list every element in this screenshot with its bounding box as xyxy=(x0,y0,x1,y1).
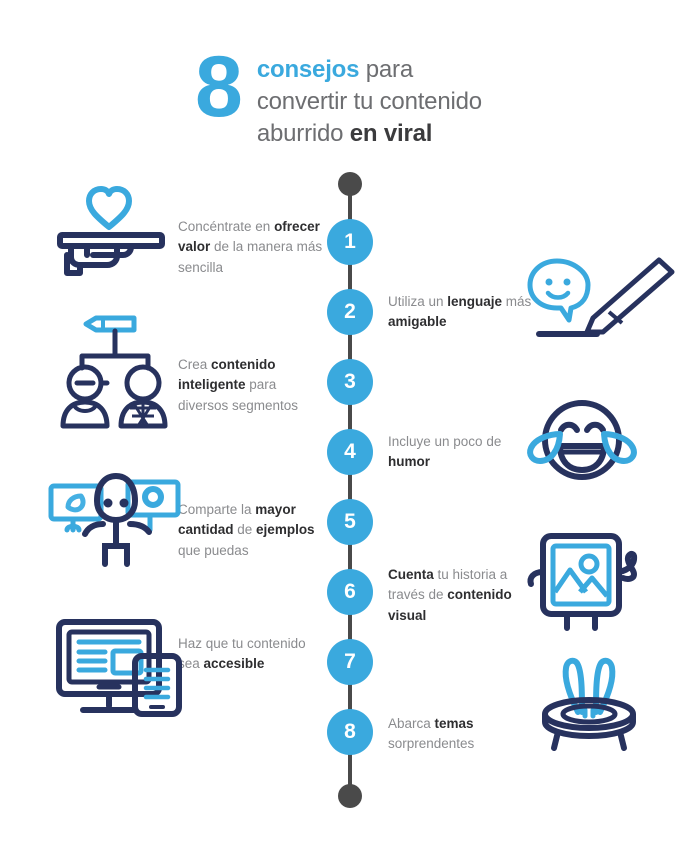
timeline-node-5[interactable]: 5 xyxy=(327,499,373,545)
tip-text-run: Concéntrate en xyxy=(178,219,275,234)
tip-text-emphasis: contenido visual xyxy=(388,587,512,623)
tip-text-4: Incluye un poco de humor xyxy=(388,432,538,473)
headline-strong-words: en viral xyxy=(349,119,433,147)
tip-text-run: de la manera más sencilla xyxy=(178,239,323,275)
tip-text-3: Crea contenido inteligente para diversos… xyxy=(178,355,328,416)
headline-line-3: aburrido en viral xyxy=(257,118,482,150)
timeline-node-2[interactable]: 2 xyxy=(327,289,373,335)
tip-text-run: Abarca xyxy=(388,716,435,731)
timeline-spine xyxy=(348,178,352,798)
magic-hat-rabbit-ears-icon xyxy=(530,644,650,751)
headline-line-1-rest: para xyxy=(359,56,414,83)
timeline-node-3[interactable]: 3 xyxy=(327,359,373,405)
tip-text-emphasis: lenguaje xyxy=(447,294,503,309)
timeline-node-4[interactable]: 4 xyxy=(327,429,373,475)
tip-text-emphasis: ejemplos xyxy=(256,522,315,538)
laughing-tears-face-icon xyxy=(527,398,637,486)
tip-text-run: Haz que tu contenido sea xyxy=(178,636,306,672)
headline-line-1: consejos para xyxy=(257,54,482,86)
tip-text-run: que puedas xyxy=(178,542,249,558)
headline-line-2: convertir tu contenido xyxy=(256,87,482,115)
tip-text-run: Incluye un poco de xyxy=(388,434,502,449)
tip-text-emphasis: temas xyxy=(434,716,474,731)
headline-line-3-rest: aburrido xyxy=(256,119,350,147)
timeline-node-1[interactable]: 1 xyxy=(327,219,373,265)
tip-text-run: para diversos segmentos xyxy=(178,377,299,413)
timeline-node-7[interactable]: 7 xyxy=(327,639,373,685)
tip-text-run: Crea xyxy=(178,357,212,372)
headline-accent-word: consejos xyxy=(256,56,360,83)
tip-text-emphasis: Cuenta xyxy=(388,567,434,582)
picture-frame-character-icon xyxy=(522,524,647,632)
org-chart-people-pencil-icon xyxy=(60,312,175,430)
tip-text-run: de xyxy=(233,522,257,538)
tip-text-1: Concéntrate en ofrecer valor de la maner… xyxy=(178,217,328,278)
monitor-mobile-devices-icon xyxy=(55,618,185,718)
tip-text-run: Comparte la xyxy=(178,502,256,517)
tip-text-run: tu historia a través de xyxy=(388,567,508,603)
timeline-node-6[interactable]: 6 xyxy=(327,569,373,615)
timeline-cap-top xyxy=(338,172,362,196)
tip-text-emphasis: amigable xyxy=(388,314,447,330)
tip-text-5: Comparte la mayor cantidad de ejemplos q… xyxy=(178,500,328,561)
tip-text-run: Utiliza un xyxy=(388,294,448,309)
tip-text-emphasis: contenido inteligente xyxy=(178,357,276,393)
headline-number: 8 xyxy=(195,39,243,135)
timeline-cap-bottom xyxy=(338,784,362,808)
tip-text-emphasis: humor xyxy=(388,454,430,470)
tip-text-emphasis: accesible xyxy=(203,656,265,672)
person-holding-signs-icon xyxy=(48,468,183,568)
headline-text: consejos para convertir tu contenido abu… xyxy=(257,48,482,150)
tip-text-7: Haz que tu contenido sea accesible xyxy=(178,634,328,675)
tip-text-run: más xyxy=(502,294,532,309)
tip-text-2: Utiliza un lenguaje más amigable xyxy=(388,292,538,333)
tip-text-emphasis: mayor cantidad xyxy=(178,502,296,538)
infographic-header: 8 consejos para convertir tu contenido a… xyxy=(195,39,482,150)
hand-tray-heart-icon xyxy=(45,183,175,278)
pencil-smiley-bubble-icon xyxy=(525,257,675,343)
tip-text-6: Cuenta tu historia a través de contenido… xyxy=(388,565,538,626)
tip-text-emphasis: ofrecer valor xyxy=(178,219,320,255)
timeline-node-8[interactable]: 8 xyxy=(327,709,373,755)
tip-text-run: sorprendentes xyxy=(388,736,475,752)
tip-text-8: Abarca temas sorprendentes xyxy=(388,714,538,755)
